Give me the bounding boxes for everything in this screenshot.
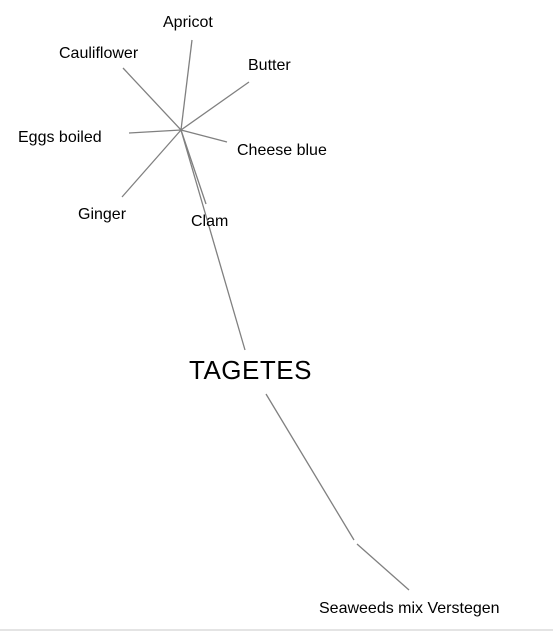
edge-tagetes-junction xyxy=(265,393,355,541)
edge-hub-ginger xyxy=(121,129,182,198)
node-label-cauliflower: Cauliflower xyxy=(59,45,139,62)
edge-layer xyxy=(121,39,410,591)
edge-hub-tagetes xyxy=(180,129,246,351)
center-node-label: TAGETES xyxy=(189,355,312,385)
edge-hub-apricot xyxy=(180,39,193,131)
node-label-apricot: Apricot xyxy=(163,14,213,31)
label-layer: Apricot Cauliflower Butter Eggs boiled C… xyxy=(18,14,500,617)
edge-hub-butter xyxy=(180,81,250,131)
edge-junction-seaweeds xyxy=(356,543,410,591)
node-label-seaweeds: Seaweeds mix Verstegen xyxy=(319,600,500,617)
edge-hub-eggs-boiled xyxy=(128,129,182,134)
node-label-clam: Clam xyxy=(191,213,228,230)
node-label-ginger: Ginger xyxy=(78,206,127,223)
node-label-butter: Butter xyxy=(248,57,291,74)
node-label-eggs-boiled: Eggs boiled xyxy=(18,129,102,146)
edge-hub-cauliflower xyxy=(122,67,182,131)
edge-hub-cheese-blue xyxy=(180,129,228,143)
node-label-cheese-blue: Cheese blue xyxy=(237,142,327,159)
